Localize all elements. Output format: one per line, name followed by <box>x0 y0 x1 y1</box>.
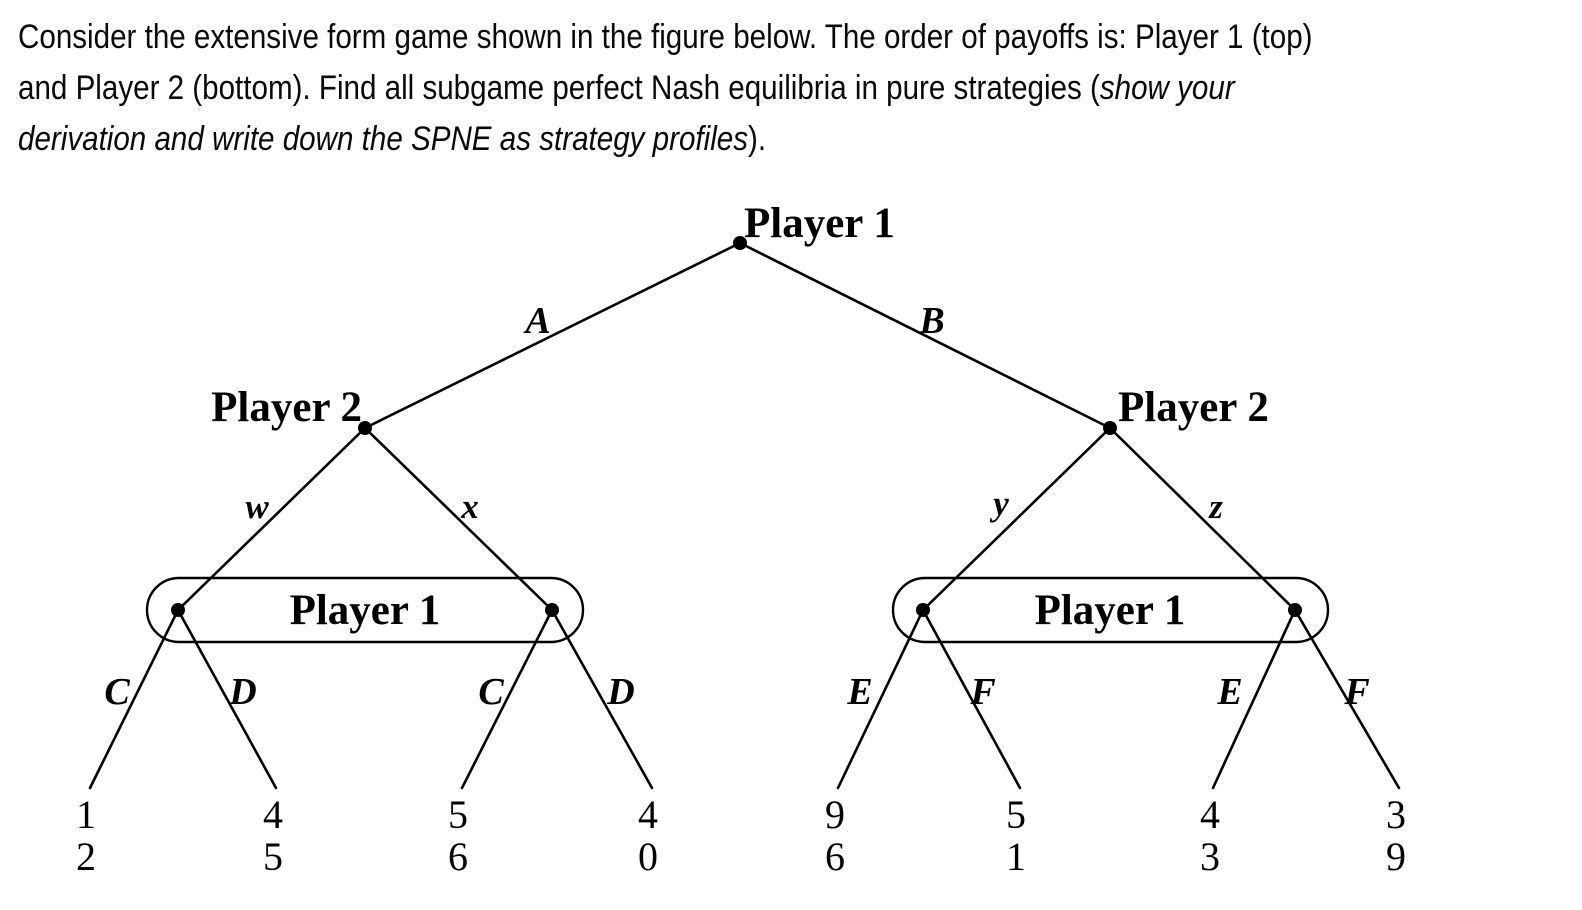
edge-B-line <box>738 241 1112 430</box>
edge-E2-label: E <box>1216 671 1242 713</box>
infoset-right-label: Player 1 <box>1035 587 1186 634</box>
payoff-leaf6-p2: 1 <box>1006 834 1026 879</box>
payoff-leaf4-p1: 4 <box>638 792 658 837</box>
payoff-leaf6-p1: 5 <box>1006 792 1026 837</box>
payoff-leaf2-p1: 4 <box>263 792 283 837</box>
edge-E1-line <box>836 608 925 790</box>
problem-line-3-roman: ). <box>748 120 767 158</box>
edge-E2-line <box>1211 608 1297 790</box>
edge-A-line <box>363 241 742 430</box>
edge-w-label: w <box>245 487 269 526</box>
edge-C2-label: C <box>478 671 504 713</box>
infoset-left-node1-dot <box>171 603 185 617</box>
infoset-left-label: Player 1 <box>290 587 441 634</box>
edge-x-label: x <box>460 487 479 526</box>
root-node-dot <box>733 236 747 250</box>
edge-C2-line <box>460 608 554 790</box>
edge-z-line <box>1108 426 1297 612</box>
edge-x-line <box>363 426 554 612</box>
edge-F2-line <box>1293 608 1401 790</box>
infoset-left-node2-dot <box>545 603 559 617</box>
edge-D2-line <box>550 608 654 790</box>
payoff-leaf7-p1: 4 <box>1200 792 1220 837</box>
problem-line-2-italic: show your <box>1099 69 1235 107</box>
edge-D1-line <box>176 608 278 790</box>
edge-D1-label: D <box>228 671 256 713</box>
problem-statement: Consider the extensive form game shown i… <box>18 12 1313 165</box>
edge-z-label: z <box>1208 487 1223 526</box>
payoff-leaf5-p2: 6 <box>825 834 845 879</box>
edge-F1-label: F <box>969 671 995 713</box>
edge-E1-label: E <box>846 671 872 713</box>
player2-right-label: Player 2 <box>1118 384 1269 431</box>
infoset-right-oval <box>891 576 1330 644</box>
edge-D2-label: D <box>606 671 634 713</box>
infoset-right-node2-dot <box>1288 603 1302 617</box>
payoff-leaf3-p1: 5 <box>448 792 468 837</box>
edge-y-line <box>921 426 1112 612</box>
infoset-right-node1-dot <box>916 603 930 617</box>
root-player-label: Player 1 <box>744 200 895 247</box>
payoff-leaf4-p2: 0 <box>638 834 658 879</box>
payoff-leaf1-p1: 1 <box>76 792 96 837</box>
edge-F2-label: F <box>1343 671 1369 713</box>
player2-left-node-dot <box>358 421 372 435</box>
payoff-leaf7-p2: 3 <box>1200 834 1220 879</box>
edge-B-label: B <box>918 300 944 342</box>
problem-line-1: Consider the extensive form game shown i… <box>18 18 1313 56</box>
payoff-leaf3-p2: 6 <box>448 834 468 879</box>
edge-A-label: A <box>523 300 550 342</box>
edge-w-line <box>176 426 367 612</box>
payoff-leaf5-p1: 9 <box>825 792 845 837</box>
edge-F1-line <box>921 608 1022 790</box>
edge-C1-label: C <box>104 671 130 713</box>
payoff-leaf2-p2: 5 <box>263 834 283 879</box>
player2-left-label: Player 2 <box>211 384 362 431</box>
payoff-leaf8-p2: 9 <box>1386 834 1406 879</box>
payoff-leaf1-p2: 2 <box>76 834 96 879</box>
problem-line-2-roman: and Player 2 (bottom). Find all subgame … <box>18 69 1100 107</box>
player2-right-node-dot <box>1103 421 1117 435</box>
edge-y-label: y <box>989 484 1009 523</box>
infoset-left-oval <box>145 576 585 644</box>
edge-C1-line <box>88 608 180 790</box>
problem-line-3-italic: derivation and write down the SPNE as st… <box>18 120 749 158</box>
payoff-leaf8-p1: 3 <box>1386 792 1406 837</box>
